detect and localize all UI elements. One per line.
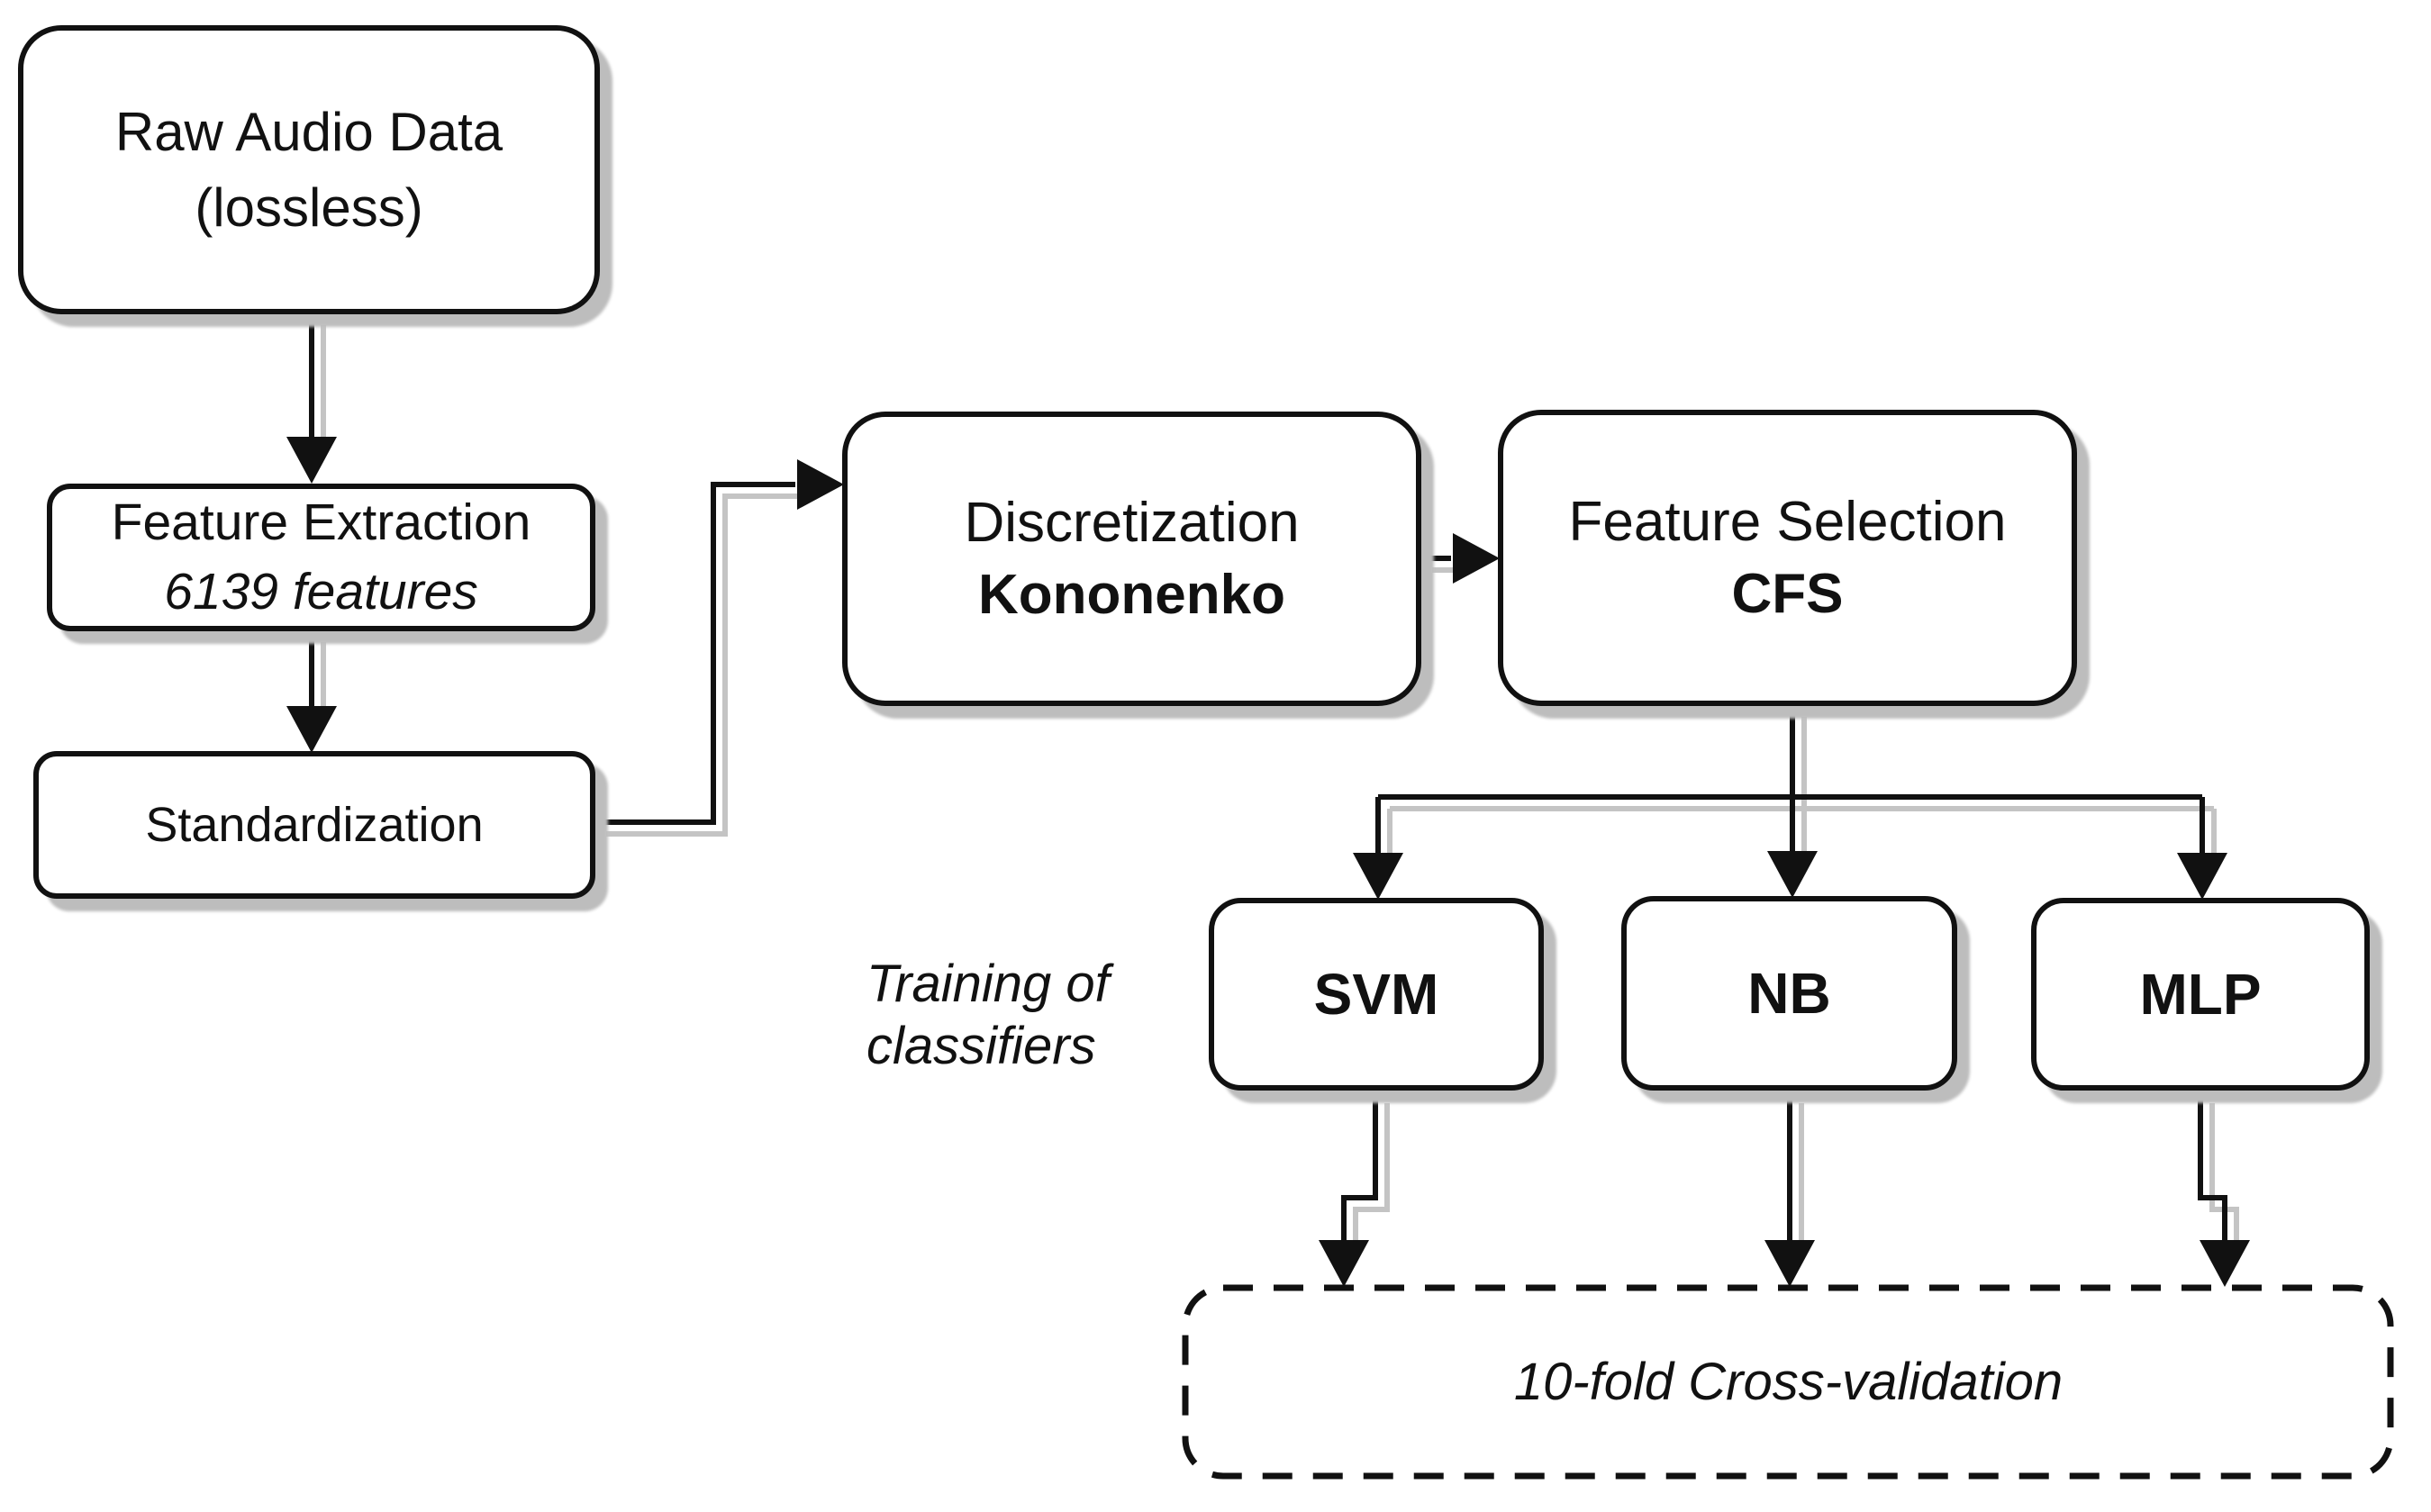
arrowhead-down-icon: [286, 706, 337, 753]
training-label-line2: classifiers: [866, 1017, 1096, 1075]
node-standardization-label: Standardization: [145, 798, 484, 852]
connector-shadows: [321, 325, 2239, 1252]
edge-std-to-disc: [594, 482, 795, 825]
node-nb-label: NB: [1747, 961, 1831, 1026]
arrowhead-down-icon: [1764, 1240, 1815, 1287]
connectors: [309, 313, 2227, 1240]
node-feature-selection: Feature Selection CFS: [1498, 410, 2077, 706]
cross-validation-box-border: [1182, 1284, 2394, 1480]
arrowhead-right-icon: [797, 459, 844, 510]
arrowhead-down-icon: [1319, 1240, 1369, 1287]
arrowhead-right-icon: [1453, 533, 1500, 584]
arrowhead-down-icon: [1767, 851, 1818, 898]
node-cross-validation: 10-fold Cross-validation: [1183, 1285, 2394, 1480]
training-of-classifiers-label: Training of classifiers: [866, 953, 1110, 1077]
node-feature-selection-line1: Feature Selection: [1568, 490, 2007, 553]
node-cross-validation-label: 10-fold Cross-validation: [1513, 1353, 2064, 1411]
node-nb: NB: [1621, 896, 1957, 1091]
arrowhead-down-icon: [1353, 853, 1403, 900]
arrowheads: [286, 437, 2250, 1287]
arrowhead-down-icon: [2177, 853, 2227, 900]
node-feature-extraction-line2: 6139 features: [164, 563, 478, 620]
edge-svm-to-cv: [1341, 1091, 1378, 1240]
edge-mlp-to-cv: [2198, 1091, 2227, 1240]
node-standardization: Standardization: [33, 751, 595, 899]
node-raw-audio-data: Raw Audio Data (lossless): [18, 25, 600, 314]
node-discretization: Discretization Kononenko: [842, 412, 1421, 706]
arrowhead-down-icon: [286, 437, 337, 484]
node-feature-selection-line2: CFS: [1731, 562, 1844, 625]
node-feature-extraction: Feature Extraction 6139 features: [47, 484, 595, 631]
node-svm: SVM: [1209, 898, 1544, 1091]
training-label-line1: Training of: [866, 955, 1110, 1013]
node-raw-audio-line1: Raw Audio Data: [114, 101, 503, 162]
arrowhead-down-icon: [2200, 1240, 2250, 1287]
node-discretization-line1: Discretization: [964, 491, 1300, 554]
node-mlp: MLP: [2031, 898, 2370, 1091]
node-discretization-line2: Kononenko: [978, 563, 1285, 626]
node-raw-audio-line2: (lossless): [195, 177, 423, 238]
node-svm-label: SVM: [1313, 962, 1439, 1027]
node-feature-extraction-line1: Feature Extraction: [111, 493, 531, 551]
node-mlp-label: MLP: [2139, 962, 2262, 1027]
